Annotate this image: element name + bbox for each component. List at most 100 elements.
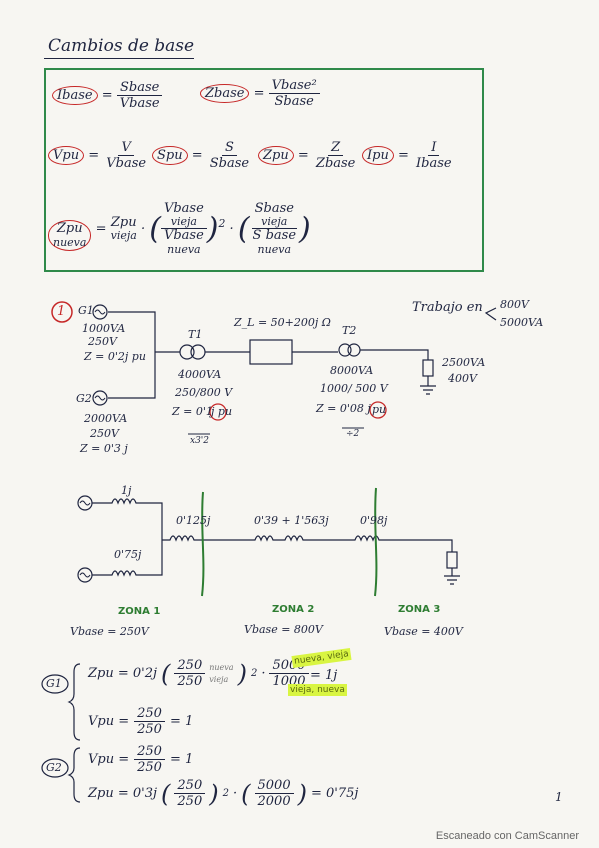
vpu-symbol: Vpu bbox=[48, 146, 85, 165]
page-title: Cambios de base bbox=[48, 36, 195, 56]
g1-v-den: 250 bbox=[177, 674, 203, 689]
zone-2-label: ZONA 2 bbox=[272, 604, 315, 615]
t2-impedance-pu: pu bbox=[372, 403, 387, 416]
ibase-numerator: Sbase bbox=[116, 80, 163, 96]
load-power: 2500VA bbox=[442, 356, 486, 369]
g1-calc-tag: G1 bbox=[46, 677, 62, 690]
vpu-numerator: V bbox=[118, 140, 134, 156]
g2-vpu-result: = 1 bbox=[169, 752, 194, 767]
formula-box bbox=[44, 68, 484, 272]
g2-vpu-den: 250 bbox=[137, 760, 162, 775]
zbase-numerator: Vbase² bbox=[268, 78, 320, 94]
scanner-footer: Escaneado con CamScanner bbox=[435, 830, 579, 842]
g1-v-num: 250 bbox=[174, 658, 206, 674]
work-power: 5000VA bbox=[500, 316, 544, 329]
s-old-sub: vieja bbox=[261, 215, 288, 229]
g1-name: G1 bbox=[78, 304, 94, 317]
eq-series-path bbox=[162, 535, 453, 552]
t2-impedance: Z = 0'08 j bbox=[316, 402, 371, 415]
zpu-denominator: Zbase bbox=[315, 156, 356, 171]
t1-impedance-pu: j pu bbox=[211, 405, 233, 418]
t2-ratio: 1000/ 500 V bbox=[320, 382, 388, 395]
ipu-symbol: Ipu bbox=[362, 146, 394, 165]
load-box bbox=[422, 359, 434, 377]
work-bracket bbox=[484, 307, 497, 321]
vpu-denominator: Vbase bbox=[106, 156, 147, 171]
work-note: Trabajo en bbox=[412, 300, 483, 315]
g1-annot-top: nueva bbox=[209, 663, 234, 673]
eq-generator-branch bbox=[92, 498, 163, 577]
t2-coil-b bbox=[347, 343, 361, 357]
g2-vpu-lhs: Vpu = bbox=[88, 752, 130, 767]
t2-factor: ÷2 bbox=[346, 429, 360, 439]
g2-vpu-num: 250 bbox=[134, 744, 165, 760]
ipu-denominator: Ibase bbox=[416, 156, 452, 171]
g1-voltage: 250V bbox=[88, 335, 117, 348]
eq-z-g2: 0'75j bbox=[114, 548, 142, 561]
v-old-sub: vieja bbox=[170, 215, 197, 229]
g1-source-symbol bbox=[92, 304, 108, 320]
eq-z-t1: 0'125j bbox=[176, 514, 211, 527]
zone-1-label: ZONA 1 bbox=[118, 606, 161, 617]
ipu-numerator: I bbox=[428, 140, 440, 156]
zone-2-vbase: Vbase = 800V bbox=[244, 623, 323, 636]
v-new-sub: nueva bbox=[167, 242, 201, 256]
t1-name: T1 bbox=[188, 328, 203, 341]
problem-number: 1 bbox=[57, 304, 66, 319]
g2-v-num: 250 bbox=[174, 778, 206, 794]
t2-power: 8000VA bbox=[330, 364, 374, 377]
spu-numerator: S bbox=[222, 140, 237, 156]
g1-impedance: Z = 0'2j pu bbox=[84, 350, 146, 363]
t2-pu-circle bbox=[369, 401, 387, 419]
g2-zpu-lhs: Zpu = 0'3j bbox=[88, 786, 158, 801]
zone-3-label: ZONA 3 bbox=[398, 604, 441, 615]
g2-s-num: 5000 bbox=[254, 778, 294, 794]
work-voltage: 800V bbox=[500, 298, 529, 311]
eq-load-box bbox=[446, 551, 458, 569]
exponent: 2 bbox=[218, 217, 226, 231]
v-new-base: Vbase bbox=[163, 228, 204, 244]
zone-3-vbase: Vbase = 400V bbox=[384, 625, 463, 638]
load-voltage: 400V bbox=[448, 372, 477, 385]
t1-ratio: 250/800 V bbox=[175, 386, 233, 399]
t1-pu-circle bbox=[209, 403, 227, 421]
title-underline bbox=[44, 58, 194, 59]
t1-factor: x3'2 bbox=[190, 436, 210, 446]
zpu-new-bottom: nueva bbox=[53, 235, 87, 249]
load-ground bbox=[420, 376, 436, 395]
g1-annot-bottom: vieja bbox=[209, 674, 229, 684]
g2-brace bbox=[67, 747, 81, 803]
g1-power: 1000VA bbox=[82, 322, 126, 335]
g2-s-den: 2000 bbox=[257, 794, 291, 809]
t2-name: T2 bbox=[342, 324, 357, 337]
zpu-old-top: Zpu bbox=[110, 214, 137, 230]
s-new-sub: nueva bbox=[257, 242, 291, 256]
t1-impedance: Z = 0'1 bbox=[172, 405, 213, 418]
eq-z-line: 0'39 + 1'563j bbox=[254, 514, 329, 527]
eq-load-ground bbox=[444, 568, 460, 585]
wire-t2-load bbox=[360, 349, 429, 360]
eq-g2-wave bbox=[79, 572, 91, 578]
eq-z-g1: 1j bbox=[121, 484, 132, 497]
zone-divider-1 bbox=[201, 491, 205, 597]
zone-divider-2 bbox=[374, 487, 378, 597]
zbase-symbol: Zbase bbox=[200, 84, 250, 103]
g1-result: = 1j bbox=[310, 668, 338, 683]
g2-calc-tag: G2 bbox=[46, 761, 62, 774]
zone-1-vbase: Vbase = 250V bbox=[70, 625, 149, 638]
g1-brace bbox=[67, 663, 81, 741]
t1-power: 4000VA bbox=[178, 368, 222, 381]
zpu-new-top: Zpu bbox=[56, 221, 83, 237]
spu-symbol: Spu bbox=[152, 146, 188, 165]
zpu-numerator: Z bbox=[328, 140, 344, 156]
